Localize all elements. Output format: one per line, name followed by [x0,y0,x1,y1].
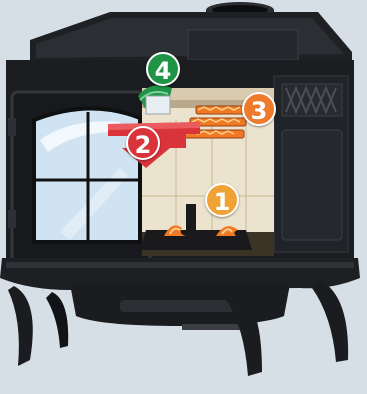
marker-3-secondary-burn: 3 [242,92,276,126]
door-hinge-top [8,118,16,136]
leg-back-left [46,292,68,348]
marker-1-primary-air: 1 [205,183,239,217]
leg-back-right [312,280,348,362]
marker-2-airwash: 2 [126,126,160,160]
marker-4-outside-air: 4 [146,52,180,86]
door-hinge-bottom [8,210,16,228]
leg-front-left [8,286,33,366]
